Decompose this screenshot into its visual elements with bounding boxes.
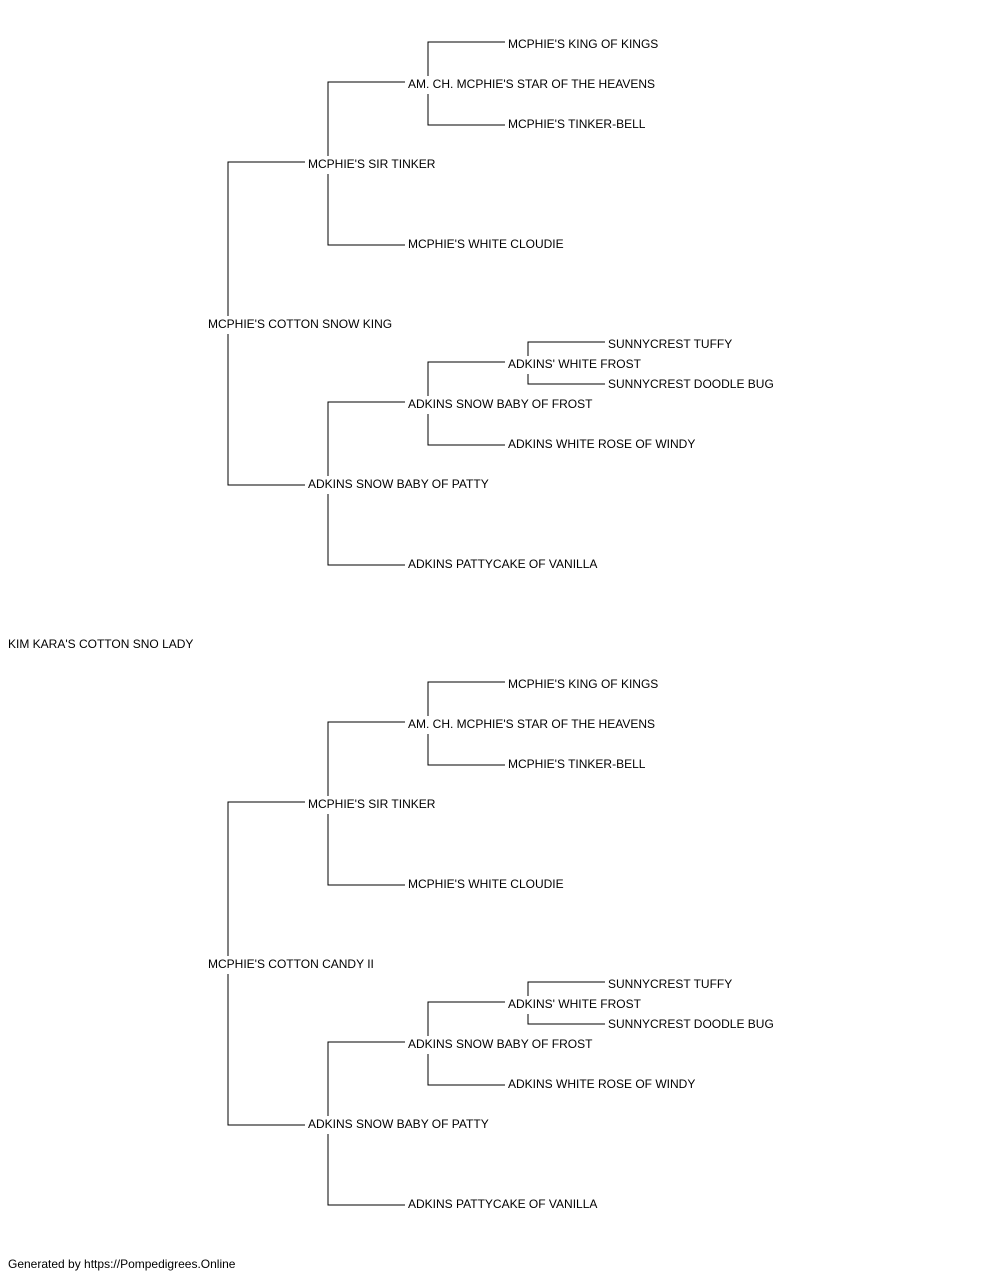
dam-sire-sire-name: AM. CH. MCPHIE'S STAR OF THE HEAVENS bbox=[408, 717, 655, 731]
dam-dam-sire-sire-bracket bbox=[527, 981, 605, 1025]
dam-sire-sire-dam-name: MCPHIE'S TINKER-BELL bbox=[508, 757, 646, 771]
sire-dam-bracket bbox=[327, 401, 405, 566]
dam-dam-dam-name: ADKINS PATTYCAKE OF VANILLA bbox=[408, 1197, 597, 1211]
pedigree-chart: KIM KARA'S COTTON SNO LADY MCPHIE'S COTT… bbox=[8, 37, 774, 1211]
pedigree-connector-lines bbox=[227, 41, 605, 1206]
dam-sire-dam-name: MCPHIE'S WHITE CLOUDIE bbox=[408, 877, 564, 891]
sire-sire-dam-name: MCPHIE'S WHITE CLOUDIE bbox=[408, 237, 564, 251]
dam-sire-name: MCPHIE'S SIR TINKER bbox=[308, 797, 436, 811]
sire-dam-name: ADKINS SNOW BABY OF PATTY bbox=[308, 477, 489, 491]
dam-dam-sire-sire-sire-name: SUNNYCREST TUFFY bbox=[608, 977, 732, 991]
sire-dam-sire-sire-sire-name: SUNNYCREST TUFFY bbox=[608, 337, 732, 351]
dam-dam-sire-sire-name: ADKINS' WHITE FROST bbox=[508, 997, 642, 1011]
dam-dam-bracket bbox=[327, 1041, 405, 1206]
sire-dam-sire-dam-name: ADKINS WHITE ROSE OF WINDY bbox=[508, 437, 695, 451]
sire-dam-sire-name: ADKINS SNOW BABY OF FROST bbox=[408, 397, 593, 411]
sire-dam-sire-sire-name: ADKINS' WHITE FROST bbox=[508, 357, 642, 371]
dam-sire-sire-bracket bbox=[427, 681, 505, 766]
generated-by-footer: Generated by https://Pompedigrees.Online bbox=[8, 1257, 236, 1271]
dam-sire-sire-sire-name: MCPHIE'S KING OF KINGS bbox=[508, 677, 658, 691]
dam-name: MCPHIE'S COTTON CANDY II bbox=[208, 957, 374, 971]
sire-dam-sire-bracket bbox=[427, 361, 505, 446]
dam-dam-sire-bracket bbox=[427, 1001, 505, 1086]
dam-bracket bbox=[227, 801, 305, 1126]
sire-dam-sire-sire-bracket bbox=[527, 341, 605, 385]
subject-name: KIM KARA'S COTTON SNO LADY bbox=[8, 637, 193, 651]
sire-sire-bracket bbox=[327, 81, 405, 246]
dam-dam-sire-name: ADKINS SNOW BABY OF FROST bbox=[408, 1037, 593, 1051]
sire-dam-dam-name: ADKINS PATTYCAKE OF VANILLA bbox=[408, 557, 597, 571]
sire-sire-name: MCPHIE'S SIR TINKER bbox=[308, 157, 436, 171]
sire-sire-sire-name: AM. CH. MCPHIE'S STAR OF THE HEAVENS bbox=[408, 77, 655, 91]
sire-name: MCPHIE'S COTTON SNOW KING bbox=[208, 317, 392, 331]
sire-bracket bbox=[227, 161, 305, 486]
pedigree-names: KIM KARA'S COTTON SNO LADY MCPHIE'S COTT… bbox=[8, 37, 774, 1211]
dam-dam-sire-dam-name: ADKINS WHITE ROSE OF WINDY bbox=[508, 1077, 695, 1091]
dam-sire-bracket bbox=[327, 721, 405, 886]
sire-sire-sire-dam-name: MCPHIE'S TINKER-BELL bbox=[508, 117, 646, 131]
sire-sire-sire-bracket bbox=[427, 41, 505, 126]
sire-sire-sire-sire-name: MCPHIE'S KING OF KINGS bbox=[508, 37, 658, 51]
sire-dam-sire-sire-dam-name: SUNNYCREST DOODLE BUG bbox=[608, 377, 774, 391]
dam-dam-sire-sire-dam-name: SUNNYCREST DOODLE BUG bbox=[608, 1017, 774, 1031]
dam-dam-name: ADKINS SNOW BABY OF PATTY bbox=[308, 1117, 489, 1131]
